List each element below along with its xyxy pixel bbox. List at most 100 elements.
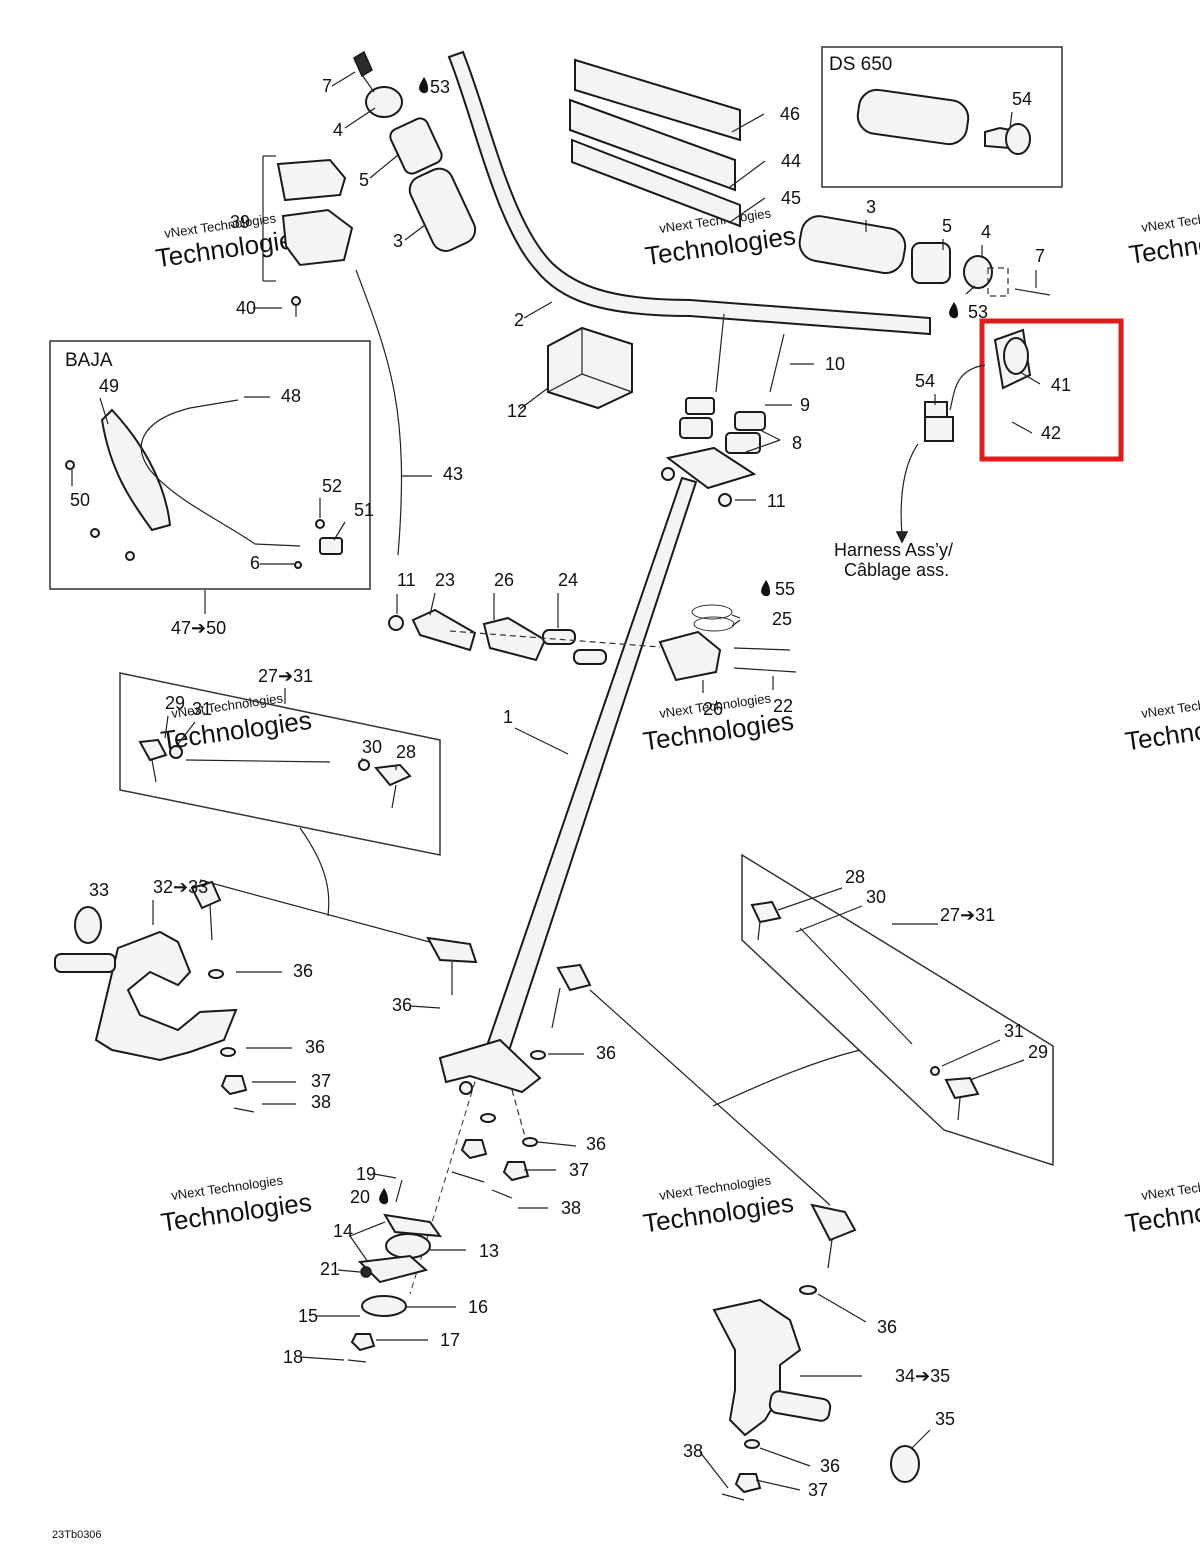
ds650-title: DS 650	[829, 54, 892, 75]
callout-c-8: 8	[792, 433, 802, 453]
callout-c-48: 48	[281, 386, 301, 406]
callout-c-11a: 11	[767, 491, 786, 511]
pad-46	[574, 58, 741, 142]
watermarks: vNext Technologies Technologies vNext Te…	[154, 204, 1200, 1238]
watermark: vNext Technologies Technologies	[1127, 204, 1200, 269]
tie-rod-upper-range: 27➔31	[258, 666, 313, 686]
callout-c-6: 6	[250, 553, 260, 573]
lubricant-symbols	[379, 77, 959, 1205]
grip-ds650	[856, 88, 970, 146]
callout-c-16: 16	[468, 1297, 488, 1317]
callout-c-32: 32➔33	[153, 877, 208, 897]
callout-c-52: 52	[322, 476, 342, 496]
callout-c-29a: 29	[165, 693, 185, 713]
callout-c-5b: 5	[942, 216, 952, 236]
baja-title: BAJA	[65, 350, 113, 371]
cover	[547, 326, 633, 410]
tie-rod-upper-frame	[119, 672, 441, 856]
callout-c-2: 2	[514, 310, 524, 330]
callout-c-33a: 33	[89, 880, 109, 900]
pad-44	[569, 98, 736, 192]
watermark: vNext Technologies Technologies	[159, 1172, 313, 1237]
callout-c-55: 55	[775, 579, 795, 599]
watermark: vNext Technologies Technologies	[641, 1172, 795, 1238]
grip-right	[798, 215, 907, 275]
callout-c-3a: 3	[393, 231, 403, 251]
callout-c-31a: 31	[192, 699, 212, 719]
baja-frame	[49, 340, 371, 590]
callout-c-38c: 38	[683, 1441, 703, 1461]
parts	[54, 50, 1051, 1501]
callout-c-43: 43	[443, 464, 463, 484]
callout-c-37a: 37	[311, 1071, 331, 1091]
callout-c-38b: 38	[561, 1198, 581, 1218]
callout-c-42: 42	[1041, 423, 1061, 443]
lubricant-drop-icon	[761, 580, 771, 597]
callout-c-11b: 11	[397, 570, 416, 590]
callout-c-13: 13	[479, 1241, 499, 1261]
callout-c-30b: 30	[866, 887, 886, 907]
callout-c-1: 1	[503, 707, 513, 727]
callout-c-14: 14	[333, 1221, 353, 1241]
harness-label-line1: Harness Ass’y/	[834, 540, 953, 560]
callout-c-46: 46	[780, 104, 800, 124]
callout-c-49: 49	[99, 376, 119, 396]
callout-c-23: 23	[435, 570, 455, 590]
callout-c-26b: 26	[703, 699, 723, 719]
callout-c-9: 9	[800, 395, 810, 415]
callout-c-21: 21	[320, 1259, 340, 1279]
end-cap-left	[365, 86, 403, 118]
callout-c-4b: 4	[981, 222, 991, 242]
callout-c-25: 25	[772, 609, 792, 629]
callout-c-3b: 3	[866, 197, 876, 217]
bushing-left	[389, 117, 443, 175]
ds650-frame	[821, 46, 1063, 188]
leader-lines	[71, 71, 1041, 1491]
bushing-right	[911, 242, 951, 284]
callout-c-29b: 29	[1028, 1042, 1048, 1062]
callout-c-28b: 28	[845, 867, 865, 887]
callout-c-5a: 5	[359, 170, 369, 190]
tie-rod-right-frame	[741, 853, 1054, 1167]
callout-c-12: 12	[507, 401, 527, 421]
callout-c-50: 50	[70, 490, 90, 510]
steering-link	[411, 608, 477, 652]
throttle-housing	[276, 158, 347, 202]
callout-c-35: 35	[935, 1409, 955, 1429]
callout-c-37c: 37	[808, 1480, 828, 1500]
callout-c-17: 17	[440, 1330, 460, 1350]
column-clamp-plate	[665, 446, 757, 490]
highlight-box	[979, 318, 1124, 462]
watermark: vNext Technologies Technologies	[1123, 690, 1200, 756]
document-code: 23Tb0306	[52, 1529, 102, 1541]
callout-c-7b: 7	[1035, 246, 1045, 266]
callout-c-36b: 36	[392, 995, 412, 1015]
steering-column	[476, 476, 698, 1080]
callout-c-7a: 7	[322, 76, 332, 96]
handlebar	[447, 50, 931, 336]
tie-rod-right-range: 27➔31	[940, 905, 995, 925]
callout-c-26a: 26	[494, 570, 514, 590]
grip-left	[408, 167, 477, 252]
callout-c-34: 34➔35	[895, 1366, 950, 1386]
lubricant-drop-icon	[379, 1188, 389, 1205]
callout-c-45: 45	[781, 188, 801, 208]
callout-c-36f: 36	[877, 1317, 897, 1337]
callout-c-54a: 54	[1012, 89, 1032, 109]
lubricant-drop-icon	[419, 77, 429, 94]
callout-c-53b: 53	[968, 302, 988, 322]
pitman-arm	[438, 1038, 542, 1094]
clamp	[685, 397, 715, 415]
callout-c-24: 24	[558, 570, 578, 590]
callout-c-39: 39	[230, 212, 250, 232]
handguard-bar	[140, 399, 301, 547]
callout-c-36d: 36	[596, 1043, 616, 1063]
callout-c-10: 10	[825, 354, 845, 374]
callout-c-4a: 4	[333, 120, 343, 140]
callout-c-15: 15	[298, 1306, 318, 1326]
callout-c-18: 18	[283, 1347, 303, 1367]
callout-c-53a: 53	[430, 77, 450, 97]
left-steering-knuckle	[94, 930, 238, 1062]
callout-c-36e: 36	[586, 1134, 606, 1154]
